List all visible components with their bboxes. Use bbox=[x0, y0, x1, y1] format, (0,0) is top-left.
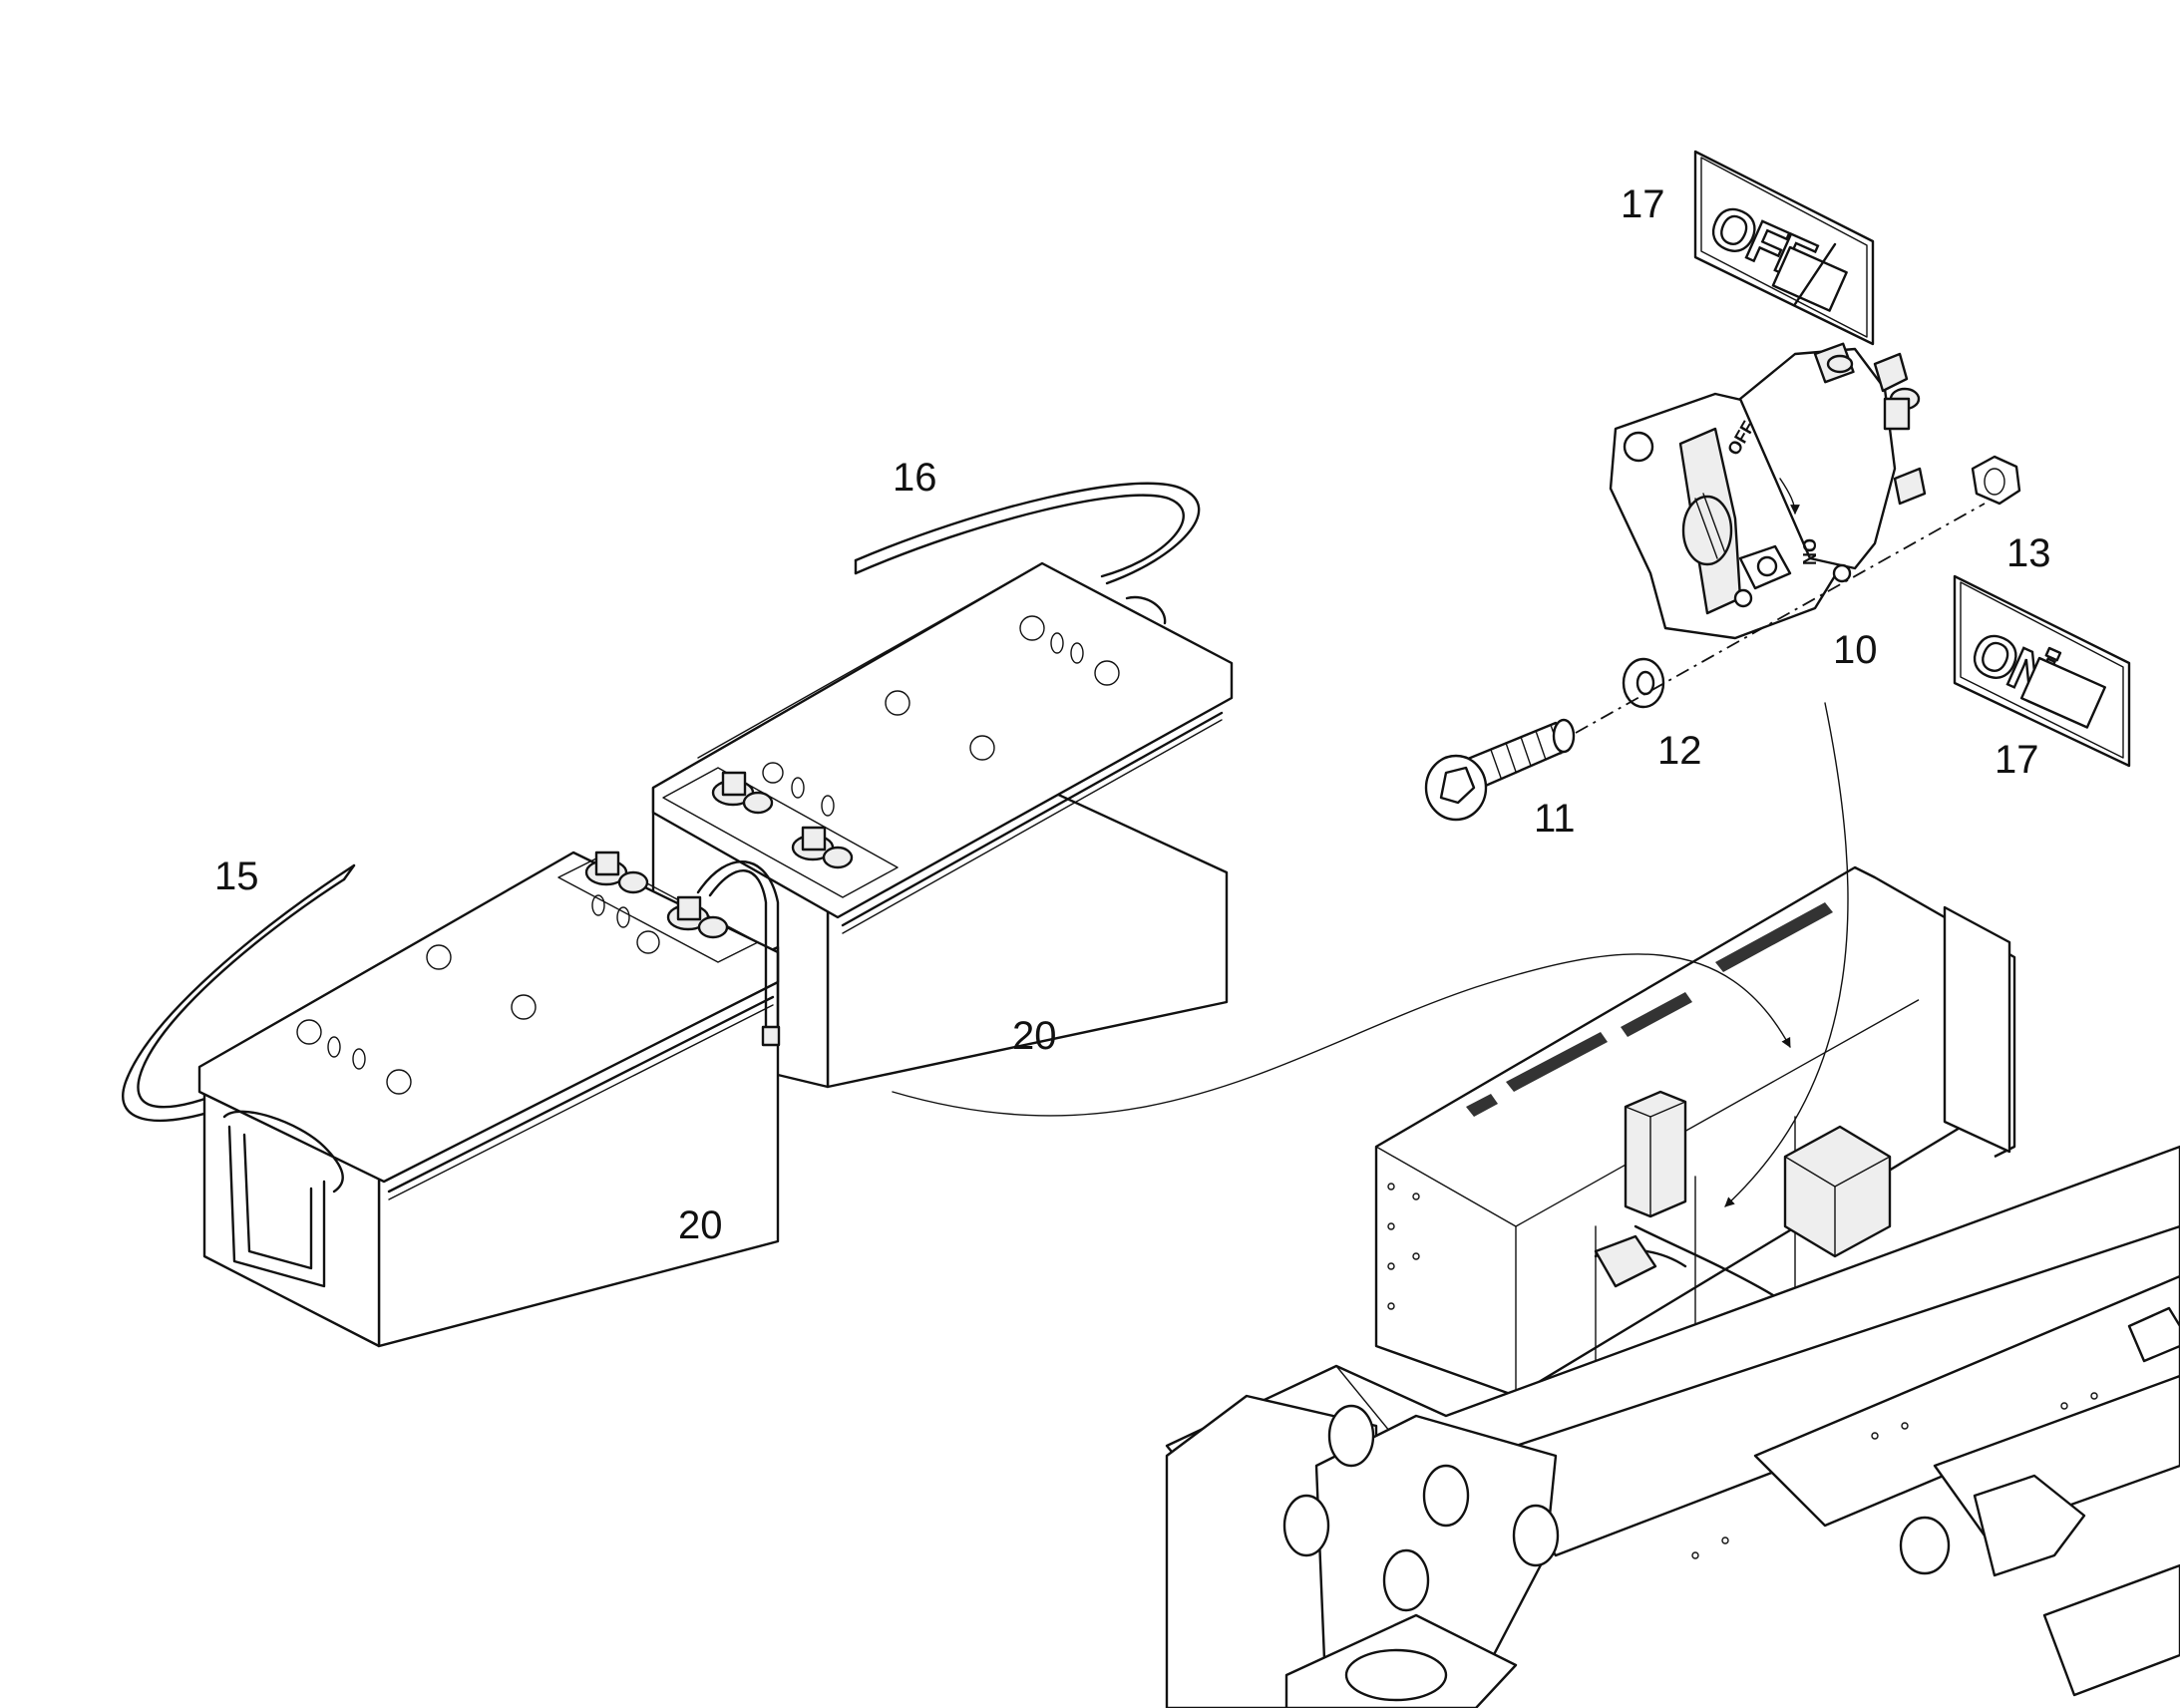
terminal-front-2 bbox=[666, 895, 729, 939]
callout-20-front: 20 bbox=[678, 1203, 723, 1247]
battery-disconnect-switch: OFF ON bbox=[1609, 342, 1927, 640]
decal-on: ON bbox=[1953, 574, 2131, 768]
machine-frame bbox=[1165, 865, 2180, 1708]
callout-15: 15 bbox=[214, 854, 259, 898]
switch-terminal-2 bbox=[1883, 387, 1921, 431]
callout-17-off: 17 bbox=[1621, 182, 1665, 226]
leader-batteries-to-frame bbox=[892, 953, 1791, 1117]
battery-cable-16 bbox=[854, 482, 1201, 585]
decal-off: OFF bbox=[1693, 150, 1875, 346]
battery-cable-15 bbox=[122, 863, 356, 1123]
battery-front bbox=[197, 851, 781, 1348]
terminal-rear-2 bbox=[791, 826, 854, 869]
battery-icon bbox=[2019, 646, 2106, 729]
battery-crossed-icon bbox=[1771, 242, 1848, 312]
assembly-axis-line bbox=[1575, 503, 1986, 734]
callout-17-on: 17 bbox=[1995, 738, 2039, 782]
callout-10: 10 bbox=[1833, 628, 1878, 672]
leader-switch-to-frame bbox=[1724, 702, 1849, 1207]
callout-12: 12 bbox=[1657, 729, 1702, 773]
bolt-11 bbox=[1424, 718, 1576, 822]
terminal-rear-1 bbox=[711, 771, 774, 815]
switch-on-mark: ON bbox=[1799, 538, 1819, 565]
battery-rear bbox=[651, 561, 1234, 1089]
callout-20-rear: 20 bbox=[1012, 1014, 1057, 1058]
terminal-front-1 bbox=[584, 851, 649, 894]
nut-13 bbox=[1971, 455, 2021, 506]
callout-16: 16 bbox=[893, 456, 937, 500]
switch-terminal-1 bbox=[1813, 342, 1855, 384]
callout-13: 13 bbox=[2006, 531, 2051, 575]
callout-11: 11 bbox=[1534, 797, 1576, 841]
washer-12 bbox=[1622, 657, 1665, 709]
